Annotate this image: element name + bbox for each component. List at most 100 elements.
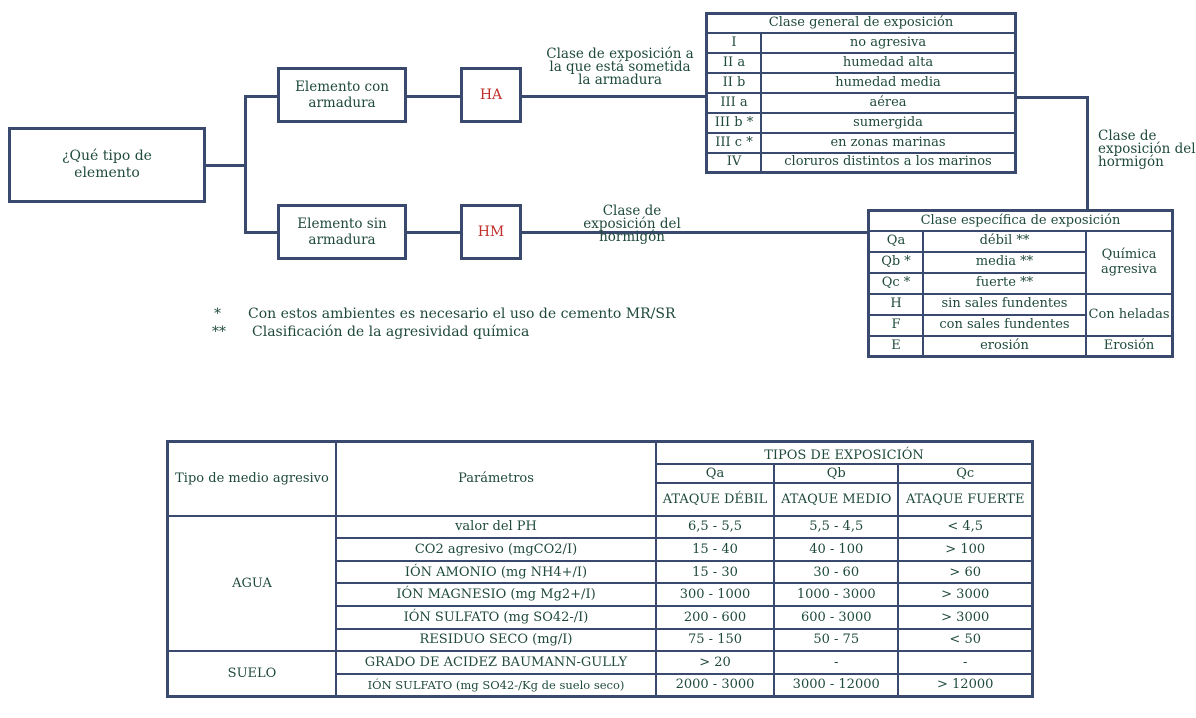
general-desc: no agresiva bbox=[760, 31, 1017, 54]
qb-cell: - bbox=[773, 650, 900, 675]
specific-code: H bbox=[867, 292, 924, 316]
qa-cell: 15 - 40 bbox=[654, 537, 776, 562]
connector bbox=[244, 95, 247, 233]
connector bbox=[522, 95, 706, 98]
attack-medium: ATAQUE MEDIO bbox=[773, 481, 900, 517]
qc-cell: > 12000 bbox=[897, 672, 1034, 698]
element-with-rebar-text: Elemento con armadura bbox=[295, 79, 389, 111]
qc-cell: > 3000 bbox=[897, 604, 1034, 630]
param-cell: IÓN SULFATO (mg SO42-/I) bbox=[335, 604, 657, 630]
qc-cell: > 60 bbox=[897, 559, 1034, 585]
note-star-symbol: * bbox=[214, 306, 221, 322]
connector bbox=[407, 231, 461, 234]
attack-strong: ATAQUE FUERTE bbox=[897, 481, 1034, 517]
qc-cell: > 100 bbox=[897, 537, 1034, 562]
specific-desc: débil ** bbox=[922, 229, 1087, 253]
general-desc: aérea bbox=[760, 91, 1017, 114]
connector bbox=[206, 164, 246, 167]
question-text: ¿Qué tipo de elemento bbox=[62, 148, 152, 181]
note-star-text: Con estos ambientes es necesario el uso … bbox=[248, 306, 676, 322]
qb-cell: 50 - 75 bbox=[773, 627, 900, 653]
qc-cell: - bbox=[897, 650, 1034, 675]
specific-code: Qb * bbox=[867, 250, 924, 274]
param-cell: valor del PH bbox=[335, 514, 657, 540]
question-box: ¿Qué tipo de elemento bbox=[8, 127, 206, 203]
connector bbox=[522, 231, 868, 234]
qa-cell: 2000 - 3000 bbox=[654, 672, 776, 698]
general-desc: sumergida bbox=[760, 111, 1017, 134]
aggressive-media-table: Tipo de medio agresivo Parámetros TIPOS … bbox=[166, 440, 1034, 698]
class-qb: Qb bbox=[773, 463, 900, 484]
note-double-star-text: Clasificación de la agresividad química bbox=[252, 324, 530, 340]
note-double-star-symbol: ** bbox=[212, 324, 226, 340]
specific-code: Qa bbox=[867, 229, 924, 253]
qa-cell: 15 - 30 bbox=[654, 559, 776, 585]
general-code: III b * bbox=[705, 111, 762, 134]
ha-label: HA bbox=[479, 87, 503, 103]
connector bbox=[244, 231, 278, 234]
qb-cell: 600 - 3000 bbox=[773, 604, 900, 630]
qa-cell: 300 - 1000 bbox=[654, 582, 776, 607]
general-code: III a bbox=[705, 91, 762, 114]
connector bbox=[1086, 96, 1089, 210]
general-code: III c * bbox=[705, 131, 762, 154]
param-cell: GRADO DE ACIDEZ BAUMANN-GULLY bbox=[335, 650, 657, 675]
ha-box: HA bbox=[460, 67, 522, 123]
specific-code: F bbox=[867, 313, 924, 337]
rebar-exposure-label: Clase de exposición a la que está someti… bbox=[546, 46, 694, 88]
medium-soil: SUELO bbox=[166, 650, 337, 698]
concrete-exposure-label-right: Clase de exposición del hormigón bbox=[1098, 128, 1196, 170]
medium-water: AGUA bbox=[166, 514, 337, 653]
qb-cell: 30 - 60 bbox=[773, 559, 900, 585]
qa-cell: 75 - 150 bbox=[654, 627, 776, 653]
note-double-star: ** Clasificación de la agresividad químic… bbox=[212, 324, 529, 340]
qa-cell: 6,5 - 5,5 bbox=[654, 514, 776, 540]
param-cell: CO2 agresivo (mgCO2/I) bbox=[335, 537, 657, 562]
qb-cell: 5,5 - 4,5 bbox=[773, 514, 900, 540]
qc-cell: < 50 bbox=[897, 627, 1034, 653]
connector bbox=[407, 95, 461, 98]
general-desc: cloruros distintos a los marinos bbox=[760, 151, 1017, 174]
specific-desc: erosión bbox=[922, 334, 1087, 358]
element-without-rebar-text: Elemento sin armadura bbox=[297, 216, 387, 248]
specific-desc: fuerte ** bbox=[922, 271, 1087, 295]
connector bbox=[1016, 96, 1088, 99]
general-code: II a bbox=[705, 51, 762, 74]
connector bbox=[244, 95, 278, 98]
qa-cell: > 20 bbox=[654, 650, 776, 675]
concrete-exposure-label: Clase de exposición del hormigón bbox=[583, 203, 681, 245]
qc-cell: > 3000 bbox=[897, 582, 1034, 607]
header-types: TIPOS DE EXPOSICIÓN bbox=[655, 440, 1034, 466]
param-cell: IÓN AMONIO (mg NH4+/I) bbox=[335, 559, 657, 585]
class-qc: Qc bbox=[897, 463, 1034, 484]
header-params: Parámetros bbox=[335, 440, 657, 517]
hm-label: HM bbox=[477, 224, 505, 240]
qa-cell: 200 - 600 bbox=[654, 604, 776, 630]
general-desc: humedad media bbox=[760, 71, 1017, 94]
general-code: II b bbox=[705, 71, 762, 94]
element-with-rebar-box: Elemento con armadura bbox=[277, 67, 407, 123]
group-erosion: Erosión bbox=[1085, 334, 1174, 358]
qb-cell: 40 - 100 bbox=[773, 537, 900, 562]
note-star: * Con estos ambientes es necesario el uso… bbox=[214, 306, 676, 322]
attack-weak: ATAQUE DÉBIL bbox=[654, 481, 776, 517]
header-medium: Tipo de medio agresivo bbox=[166, 440, 337, 517]
general-desc: en zonas marinas bbox=[760, 131, 1017, 154]
specific-table-title: Clase específica de exposición bbox=[867, 209, 1174, 232]
general-desc: humedad alta bbox=[760, 51, 1017, 74]
specific-code: E bbox=[867, 334, 924, 358]
general-code: I bbox=[705, 31, 762, 54]
specific-code: Qc * bbox=[867, 271, 924, 295]
qb-cell: 3000 - 12000 bbox=[773, 672, 900, 698]
specific-desc: con sales fundentes bbox=[922, 313, 1087, 337]
class-qa: Qa bbox=[654, 463, 776, 484]
specific-desc: media ** bbox=[922, 250, 1087, 274]
hm-box: HM bbox=[460, 204, 522, 260]
param-cell: IÓN MAGNESIO (mg Mg2+/I) bbox=[335, 582, 657, 607]
general-code: IV bbox=[705, 151, 762, 174]
param-cell: RESIDUO SECO (mg/I) bbox=[335, 627, 657, 653]
specific-desc: sin sales fundentes bbox=[922, 292, 1087, 316]
general-table-title: Clase general de exposición bbox=[705, 12, 1017, 34]
param-cell: IÓN SULFATO (mg SO42-/Kg de suelo seco) bbox=[335, 672, 657, 698]
